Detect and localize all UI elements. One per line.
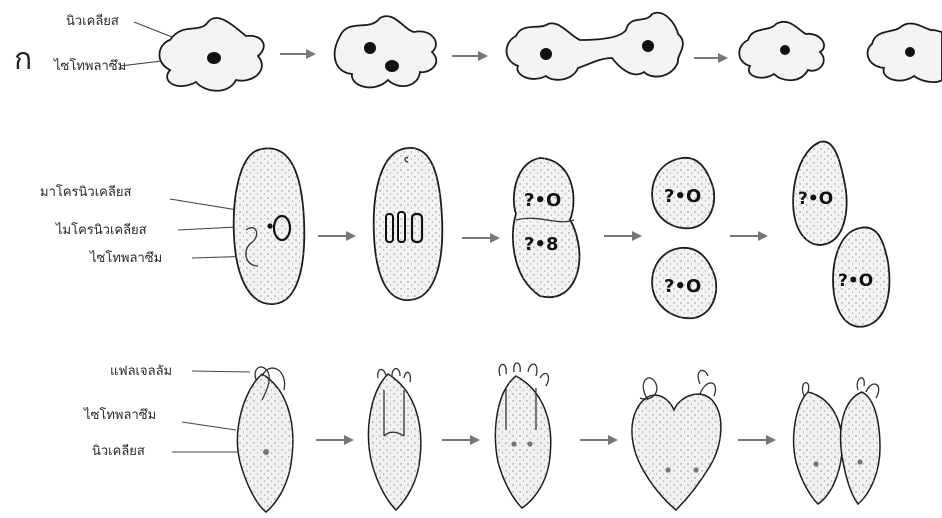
- arrow-head: [346, 231, 356, 241]
- nuclei-sketch: ?•8: [524, 234, 558, 255]
- euglena-row: แฟลเจลลัม ไซโทพลาซึม นิวเคลียส: [83, 363, 880, 512]
- nucleus: [207, 52, 221, 64]
- nucleus: [385, 60, 399, 72]
- amoeba-stage-5: [868, 24, 942, 83]
- micronucleus: [267, 223, 272, 228]
- arrow-head: [632, 231, 642, 241]
- arrow-head: [470, 435, 480, 445]
- nuclei-sketch: ?•O: [798, 189, 833, 209]
- nucleus: [540, 48, 552, 60]
- label-cytoplasm-amoeba: ไซโทพลาซึม: [53, 58, 126, 74]
- amoeba-stage-2: [335, 16, 437, 87]
- paramecium-row: มาโครนิวเคลียส ไมโครนิวเคลียส ไซโทพลาซึม: [40, 142, 889, 327]
- label-flagellum: แฟลเจลลัม: [110, 364, 172, 379]
- nuclei-sketch: ?•O: [838, 271, 873, 291]
- label-nucleus-amoeba: นิวเคลียส: [66, 13, 119, 29]
- amoeba-row: นิวเคลียส ไซโทพลาซึม: [53, 13, 942, 91]
- arrow-head: [344, 435, 354, 445]
- nucleus: [263, 449, 269, 455]
- nucleus: [527, 441, 532, 446]
- nucleus: [905, 47, 915, 57]
- arrow-head: [718, 53, 728, 63]
- amoeba-stage-3: [507, 13, 683, 80]
- leader-line: [192, 371, 250, 372]
- arrow-head: [766, 435, 776, 445]
- label-micronucleus: ไมโครนิวเคลียส: [55, 222, 147, 238]
- arrow-head: [758, 231, 768, 241]
- label-nucleus-euglena: นิวเคลียส: [92, 443, 145, 459]
- nuclei-sketch: ?•O: [524, 190, 561, 211]
- nuclei-sketch: ?•O: [664, 186, 701, 207]
- arrow-head: [608, 435, 618, 445]
- nucleus: [780, 45, 790, 55]
- label-cytoplasm-euglena: ไซโทพลาซึม: [83, 407, 156, 423]
- arrow-head: [490, 233, 500, 243]
- label-macronucleus: มาโครนิวเคลียส: [40, 184, 131, 200]
- nucleus: [511, 441, 516, 446]
- nucleus: [364, 42, 376, 54]
- nucleus: [693, 467, 698, 472]
- nucleus: [642, 40, 654, 52]
- nucleus: [857, 459, 862, 464]
- leader-line: [182, 422, 236, 430]
- arrow-head: [478, 51, 488, 61]
- nuclei-sketch: ?•O: [664, 276, 701, 297]
- nucleus: [813, 461, 818, 466]
- label-cytoplasm-paramecium: ไซโทพลาซึม: [89, 250, 162, 266]
- arrow-head: [306, 49, 316, 59]
- row-marker: ก: [14, 36, 32, 83]
- nucleus: [665, 467, 670, 472]
